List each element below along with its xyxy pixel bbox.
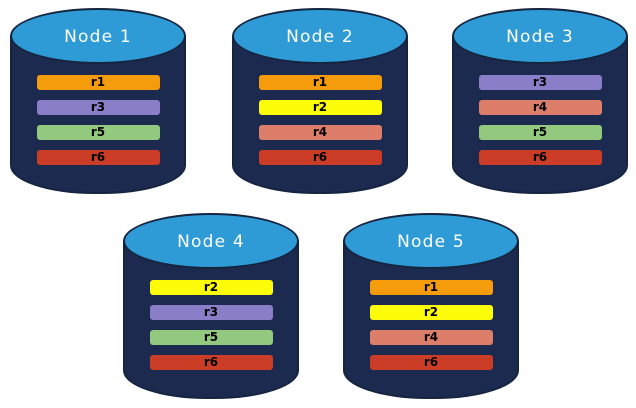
replica-chip[interactable]: r5 <box>478 125 602 140</box>
replica-chip[interactable]: r4 <box>369 330 493 345</box>
cylinder-top-ellipse <box>232 8 408 64</box>
node-label: Node 5 <box>397 232 465 252</box>
replica-chip[interactable]: r2 <box>149 280 273 295</box>
cylinder-top-ellipse <box>123 213 299 269</box>
replica-chip[interactable]: r3 <box>478 75 602 90</box>
replica-chip[interactable]: r1 <box>258 75 382 90</box>
replica-chip[interactable]: r2 <box>258 100 382 115</box>
database-node-cylinder[interactable]: Node 4 r2 r3 r5 r6 <box>123 213 299 399</box>
node-label: Node 3 <box>506 27 574 47</box>
database-node-cylinder[interactable]: Node 3 r3 r4 r5 r6 <box>452 8 628 194</box>
replica-stack: r3 r4 r5 r6 <box>452 75 628 165</box>
replica-chip[interactable]: r6 <box>369 355 493 370</box>
replica-stack: r1 r2 r4 r6 <box>343 280 519 370</box>
node-label: Node 2 <box>286 27 354 47</box>
replica-chip[interactable]: r6 <box>149 355 273 370</box>
replica-stack: r1 r2 r4 r6 <box>232 75 408 165</box>
node-label: Node 4 <box>177 232 245 252</box>
replica-stack: r2 r3 r5 r6 <box>123 280 299 370</box>
replica-chip[interactable]: r3 <box>36 100 160 115</box>
replica-chip[interactable]: r4 <box>478 100 602 115</box>
replica-chip[interactable]: r5 <box>149 330 273 345</box>
replica-chip[interactable]: r1 <box>36 75 160 90</box>
node-label: Node 1 <box>64 27 132 47</box>
replica-chip[interactable]: r3 <box>149 305 273 320</box>
cylinder-top-ellipse <box>452 8 628 64</box>
replica-stack: r1 r3 r5 r6 <box>10 75 186 165</box>
replica-chip[interactable]: r2 <box>369 305 493 320</box>
replica-chip[interactable]: r6 <box>36 150 160 165</box>
replica-chip[interactable]: r6 <box>478 150 602 165</box>
cylinder-top-ellipse <box>343 213 519 269</box>
database-node-cylinder[interactable]: Node 2 r1 r2 r4 r6 <box>232 8 408 194</box>
database-node-cylinder[interactable]: Node 5 r1 r2 r4 r6 <box>343 213 519 399</box>
replica-chip[interactable]: r1 <box>369 280 493 295</box>
replica-chip[interactable]: r5 <box>36 125 160 140</box>
replica-chip[interactable]: r6 <box>258 150 382 165</box>
database-node-cylinder[interactable]: Node 1 r1 r3 r5 r6 <box>10 8 186 194</box>
cylinder-top-ellipse <box>10 8 186 64</box>
replica-chip[interactable]: r4 <box>258 125 382 140</box>
